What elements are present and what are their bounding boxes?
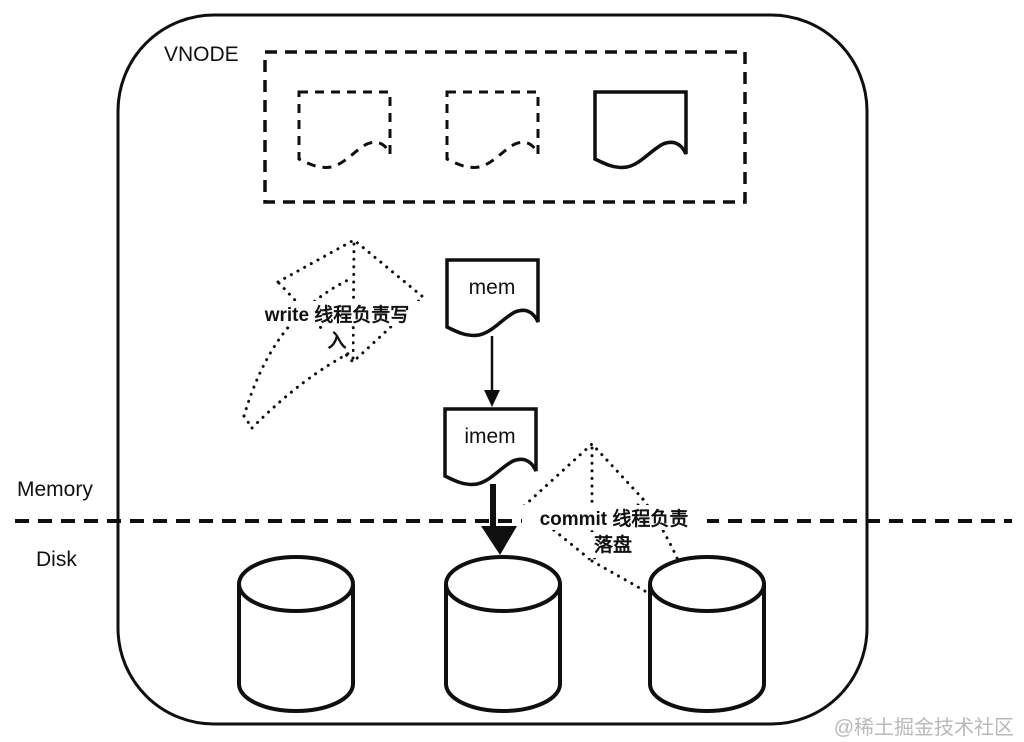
thick-arrow-down-icon [481,484,517,555]
disk-cylinder-icon-2 [444,555,562,713]
disk-cylinder-icon-3 [648,555,766,713]
disk-cylinder-icon-1 [237,555,355,713]
vnode-label: VNODE [164,43,239,66]
write-annotation-line2: 入 [327,330,346,352]
imem-label: imem [464,425,515,448]
files-group-dashed-box [263,50,747,204]
commit-annotation-line1: commit 线程负责 [540,507,689,530]
commit-annotation-line2: 落盘 [594,533,632,556]
write-annotation: write 线程负责写 入 [247,301,427,352]
dashed-document-icon-1 [297,90,392,169]
solid-document-icon [593,90,688,170]
vnode-container-box [116,13,869,726]
write-dotted-arrow-icon [242,238,426,430]
dashed-document-icon-2 [445,90,540,169]
memory-label: Memory [17,478,93,501]
imem-document-icon [443,407,538,487]
disk-label: Disk [36,548,77,571]
watermark: @稀土掘金技术社区 [834,716,1014,739]
mem-label: mem [469,276,516,299]
write-annotation-line1: write 线程负责写 [264,303,410,326]
commit-annotation: commit 线程负责 落盘 [522,505,707,558]
arrow-down-icon [484,336,500,407]
mem-document-icon [445,258,540,338]
